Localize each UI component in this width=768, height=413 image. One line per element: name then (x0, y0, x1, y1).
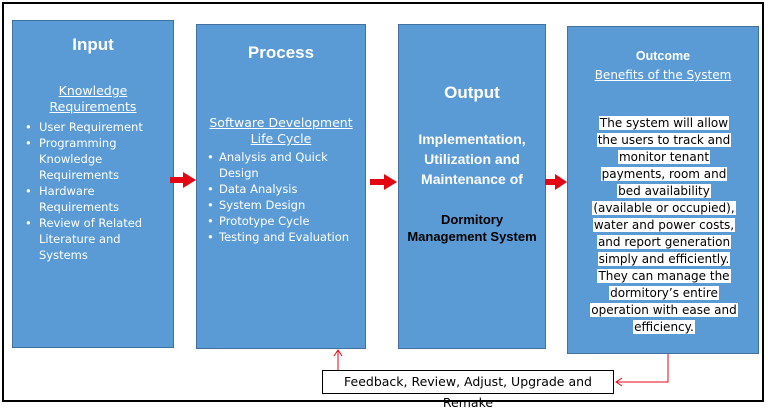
outcome-description: The system will allow the users to track… (588, 115, 740, 336)
output-title: Output (444, 83, 500, 102)
process-box: Process Software Development Life Cycle … (196, 24, 366, 349)
outcome-subtitle: Benefits of the System (594, 68, 732, 82)
input-item: Hardware Requirements (21, 183, 169, 215)
process-subtitle-line1: Software Development (209, 115, 353, 130)
arrow-output-to-outcome (545, 174, 567, 190)
input-list: User Requirement Programming Knowledge R… (21, 119, 169, 263)
process-item: Analysis and Quick Design (205, 149, 361, 181)
input-title: Input (72, 35, 114, 54)
arrow-input-to-process (170, 172, 196, 188)
process-list: Analysis and Quick Design Data Analysis … (205, 149, 361, 245)
process-subtitle-line2: Life Cycle (250, 131, 312, 146)
input-box: Input Knowledge Requirements User Requir… (12, 20, 174, 348)
process-item: Testing and Evaluation (205, 229, 361, 245)
process-item: System Design (205, 197, 361, 213)
input-item: Review of Related Literature and Systems (21, 215, 169, 263)
feedback-box: Feedback, Review, Adjust, Upgrade and Re… (322, 370, 614, 410)
input-item: User Requirement (21, 119, 169, 135)
outcome-title: Outcome (635, 49, 691, 63)
process-item: Data Analysis (205, 181, 361, 197)
output-system-name: Dormitory Management System (407, 212, 537, 244)
process-item: Prototype Cycle (205, 213, 361, 229)
output-main-text: Implementation, Utilization and Maintena… (418, 131, 526, 187)
process-title: Process (247, 43, 315, 62)
output-box: Output Implementation, Utilization and M… (398, 24, 546, 349)
input-item: Programming Knowledge Requirements (21, 135, 169, 183)
arrow-process-to-output (370, 174, 397, 190)
input-subtitle-line1: Knowledge (58, 83, 128, 98)
outcome-box: Outcome Benefits of the System The syste… (567, 26, 759, 354)
input-subtitle-line2: Requirements (49, 99, 137, 114)
